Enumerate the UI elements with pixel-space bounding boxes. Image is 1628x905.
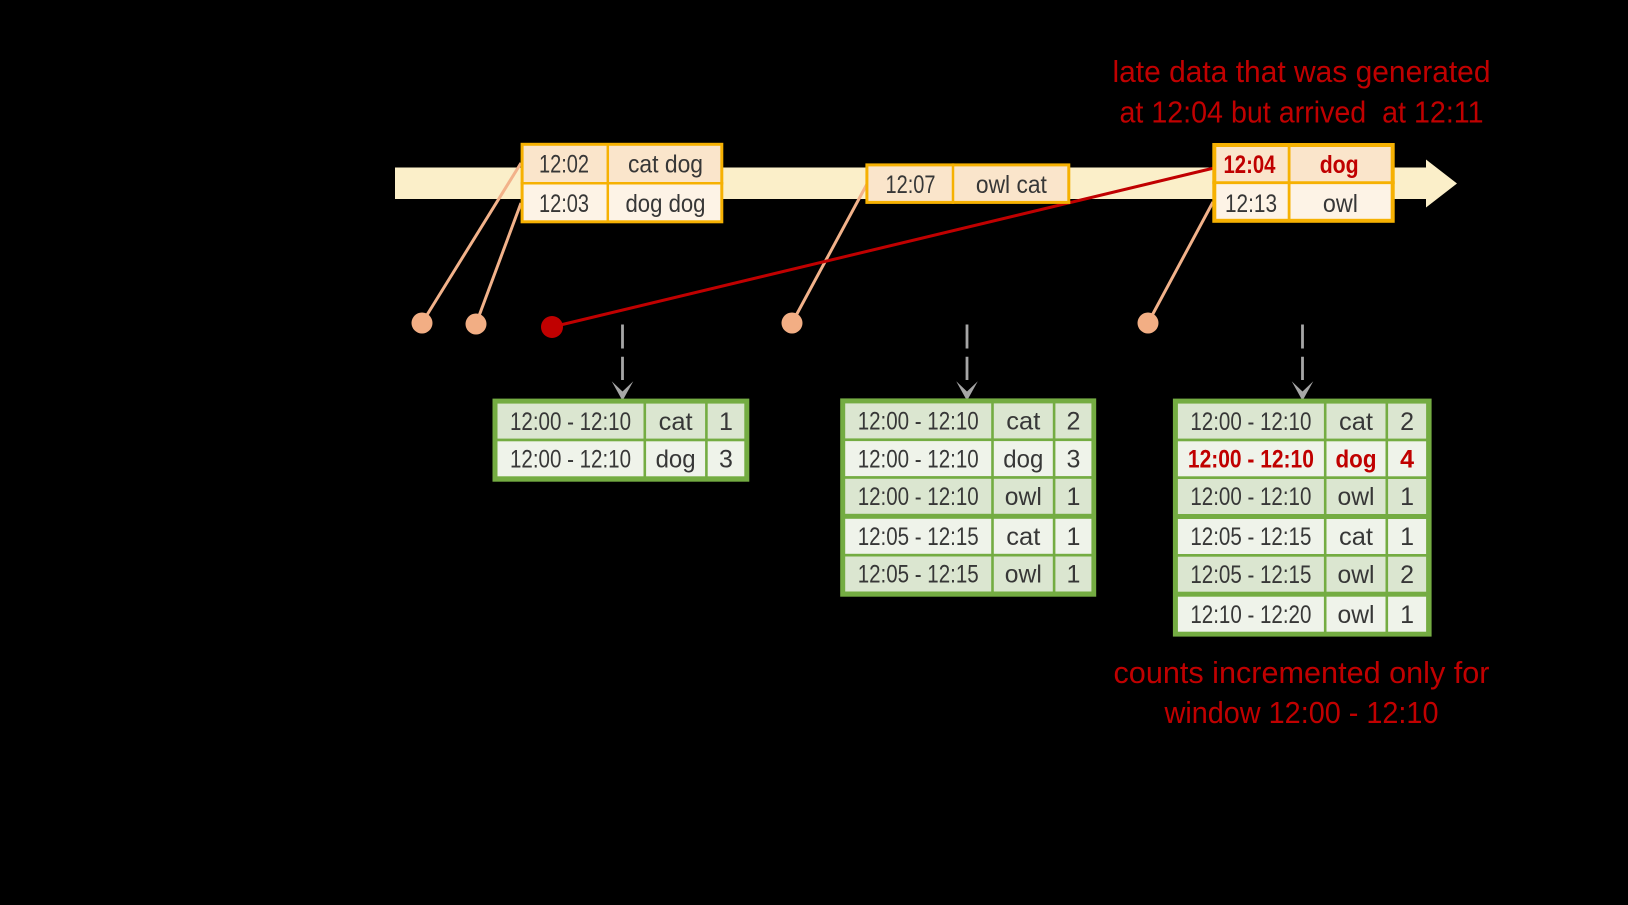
svg-text:dog: dog (1003, 445, 1043, 473)
svg-text:dog: dog (1336, 446, 1377, 474)
svg-text:1: 1 (1400, 523, 1414, 551)
svg-text:12:00 - 12:10: 12:00 - 12:10 (858, 408, 979, 436)
svg-text:cat dog: cat dog (628, 151, 703, 179)
svg-text:12:05 - 12:15: 12:05 - 12:15 (1190, 561, 1311, 589)
svg-text:dog: dog (1320, 151, 1359, 179)
svg-text:1: 1 (1400, 601, 1414, 629)
svg-text:owl: owl (1338, 483, 1375, 511)
svg-text:12:00 - 12:10: 12:00 - 12:10 (1188, 446, 1314, 474)
svg-text:12:00 - 12:10: 12:00 - 12:10 (858, 445, 979, 473)
svg-text:cat: cat (1006, 408, 1040, 436)
svg-text:owl cat: owl cat (976, 171, 1047, 199)
svg-text:12:00 - 12:10: 12:00 - 12:10 (1190, 408, 1311, 436)
svg-text:cat: cat (1006, 523, 1040, 551)
svg-text:2: 2 (1400, 561, 1414, 589)
svg-text:window 12:00 - 12:10: window 12:00 - 12:10 (1164, 695, 1439, 730)
svg-text:12:04: 12:04 (1224, 151, 1276, 179)
svg-text:owl: owl (1323, 190, 1358, 218)
svg-text:dog: dog (656, 446, 696, 474)
svg-text:owl: owl (1005, 483, 1042, 511)
svg-text:dog dog: dog dog (626, 190, 706, 218)
svg-text:cat: cat (1339, 523, 1373, 551)
svg-text:12:05 - 12:15: 12:05 - 12:15 (858, 561, 979, 589)
svg-text:1: 1 (1400, 483, 1414, 511)
svg-text:12:00 - 12:10: 12:00 - 12:10 (1190, 483, 1311, 511)
svg-text:12:00 - 12:10: 12:00 - 12:10 (510, 408, 631, 436)
svg-text:at 12:04 but arrived at 12:11: at 12:04 but arrived at 12:11 (1120, 95, 1484, 130)
svg-text:12:10 - 12:20: 12:10 - 12:20 (1190, 601, 1311, 629)
svg-text:3: 3 (1066, 445, 1080, 473)
svg-text:12:05 - 12:15: 12:05 - 12:15 (1190, 523, 1311, 551)
svg-text:4: 4 (1400, 446, 1414, 474)
svg-text:2: 2 (1400, 408, 1414, 436)
svg-text:1: 1 (1066, 483, 1080, 511)
svg-text:owl: owl (1338, 561, 1375, 589)
svg-text:owl: owl (1005, 561, 1042, 589)
svg-text:12:13: 12:13 (1225, 190, 1277, 218)
svg-text:late data that was generated: late data that was generated (1113, 54, 1491, 89)
svg-text:12:07: 12:07 (886, 171, 936, 199)
svg-text:owl: owl (1338, 601, 1375, 629)
svg-text:1: 1 (1066, 561, 1080, 589)
svg-text:counts incremented only for: counts incremented only for (1114, 655, 1490, 690)
svg-text:12:00 - 12:10: 12:00 - 12:10 (858, 483, 979, 511)
svg-text:1: 1 (1066, 523, 1080, 551)
svg-text:cat: cat (659, 408, 693, 436)
svg-text:1: 1 (719, 408, 733, 436)
svg-text:12:00 - 12:10: 12:00 - 12:10 (510, 446, 631, 474)
svg-text:12:02: 12:02 (539, 151, 589, 179)
svg-text:3: 3 (719, 446, 733, 474)
svg-text:12:05 - 12:15: 12:05 - 12:15 (858, 523, 979, 551)
svg-text:12:03: 12:03 (539, 190, 589, 218)
svg-text:cat: cat (1339, 408, 1373, 436)
svg-text:2: 2 (1066, 408, 1080, 436)
